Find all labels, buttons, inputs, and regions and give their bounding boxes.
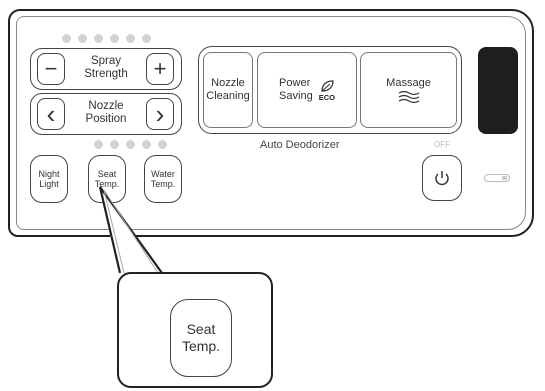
- water-temp-label: Water Temp.: [151, 169, 176, 189]
- eco-badge: ECO: [319, 79, 335, 102]
- label-line: Saving: [279, 90, 313, 102]
- seat-temp-zoomed-label: Seat Temp.: [182, 321, 220, 355]
- nozzle-position-label: Nozzle Position: [70, 100, 142, 126]
- off-label: OFF: [434, 140, 450, 149]
- power-icon: [435, 171, 449, 186]
- power-saving-label: Power Saving: [279, 77, 313, 103]
- level-dot: [126, 140, 135, 149]
- label-line: Nozzle: [88, 100, 124, 112]
- label-line: Position: [85, 113, 127, 125]
- night-light-label: Night Light: [38, 169, 59, 189]
- label-line: Power: [279, 77, 311, 89]
- label-line: Spray: [90, 55, 122, 67]
- label-line: Light: [39, 179, 59, 189]
- label-line: Nozzle: [211, 77, 245, 89]
- label-line: Strength: [84, 68, 128, 80]
- label-line: Night: [38, 169, 60, 179]
- nozzle-forward-button[interactable]: ›: [146, 98, 174, 130]
- level-dot: [78, 34, 87, 43]
- indicator-light: [502, 176, 507, 180]
- display-window: [478, 47, 518, 134]
- power-button[interactable]: [422, 155, 462, 201]
- nozzle-cleaning-label: Nozzle Cleaning: [206, 77, 249, 103]
- water-temp-button[interactable]: Water Temp.: [144, 155, 182, 203]
- level-dot: [158, 140, 167, 149]
- auto-deodorizer-label: Auto Deodorizer: [260, 139, 340, 151]
- spray-strength-label: Spray Strength: [70, 55, 142, 81]
- control-panel-inner-border: [16, 16, 526, 230]
- level-dot: [110, 34, 119, 43]
- massage-button[interactable]: Massage: [360, 52, 457, 128]
- seat-temp-button-zoomed: Seat Temp.: [170, 299, 232, 377]
- nozzle-cleaning-button[interactable]: Nozzle Cleaning: [203, 52, 253, 128]
- label-line: Water: [151, 169, 175, 179]
- leaf-icon: [321, 79, 334, 92]
- chevron-left-icon: ‹: [46, 99, 56, 129]
- label-line: Temp.: [94, 179, 120, 189]
- minus-icon: −: [44, 56, 58, 81]
- label-line: Cleaning: [206, 90, 250, 102]
- level-dot: [94, 140, 103, 149]
- level-dot: [126, 34, 135, 43]
- eco-text: ECO: [318, 92, 335, 102]
- massage-label: Massage: [386, 76, 431, 89]
- spray-increase-button[interactable]: +: [146, 53, 174, 85]
- level-dot: [94, 34, 103, 43]
- label-line: Temp.: [181, 338, 221, 354]
- chevron-right-icon: ›: [155, 99, 165, 129]
- night-light-button[interactable]: Night Light: [30, 155, 68, 203]
- level-dot: [142, 140, 151, 149]
- label-line: Seat: [97, 169, 117, 179]
- power-saving-button[interactable]: Power Saving ECO: [257, 52, 357, 128]
- level-dot: [110, 140, 119, 149]
- seat-temp-label: Seat Temp.: [95, 169, 120, 189]
- status-indicator-lamp: [484, 174, 510, 182]
- level-dot: [142, 34, 151, 43]
- label-line: Seat: [186, 321, 216, 337]
- label-line: Temp.: [150, 179, 176, 189]
- wave-icon: [398, 90, 419, 103]
- spray-decrease-button[interactable]: −: [37, 53, 65, 85]
- level-dot: [62, 34, 71, 43]
- plus-icon: +: [153, 56, 167, 81]
- nozzle-back-button[interactable]: ‹: [37, 98, 65, 130]
